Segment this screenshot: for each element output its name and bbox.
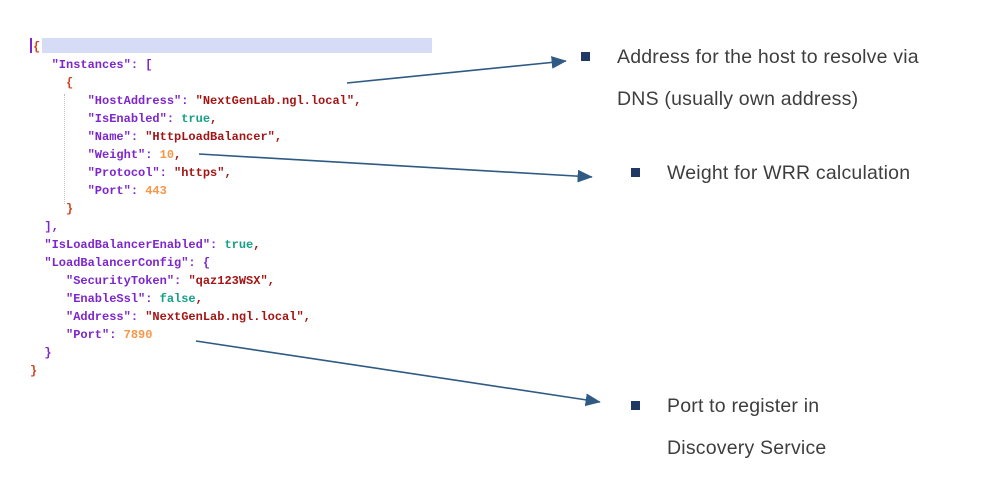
- code-line: "SecurityToken": "qaz123WSX",: [30, 272, 500, 290]
- code-token-brace: }: [30, 364, 38, 378]
- code-token-key: "SecurityToken":: [30, 274, 189, 288]
- code-token-str: "NextGenLab.ngl.local": [145, 310, 304, 324]
- code-line: "HostAddress": "NextGenLab.ngl.local",: [30, 92, 500, 110]
- code-line: "Port": 443: [30, 182, 500, 200]
- code-line: }: [30, 344, 500, 362]
- selection-highlight: [42, 38, 433, 53]
- code-line: "IsLoadBalancerEnabled": true,: [30, 236, 500, 254]
- code-token-key: ],: [30, 220, 59, 234]
- code-line: "Address": "NextGenLab.ngl.local",: [30, 308, 500, 326]
- code-line: "EnableSsl": false,: [30, 290, 500, 308]
- code-token-bool: false: [159, 292, 196, 306]
- code-line: "Protocol": "https",: [30, 164, 500, 182]
- code-token-comma: ,: [354, 94, 362, 108]
- code-token-key: "IsLoadBalancerEnabled":: [30, 238, 225, 252]
- bullet-square-icon: [631, 168, 640, 177]
- annotation-block-weight: Weight for WRR calculation: [631, 152, 910, 194]
- code-token-key: "Weight":: [30, 148, 160, 162]
- code-token-brace: }: [30, 202, 74, 216]
- code-line: "Weight": 10,: [30, 146, 500, 164]
- bullet-square-icon: [581, 52, 590, 61]
- code-token-key: "Port":: [30, 184, 146, 198]
- code-token-bool: true: [224, 238, 254, 252]
- code-token-comma: ,: [195, 292, 203, 306]
- code-line: "Instances": [: [30, 56, 500, 74]
- code-line: "LoadBalancerConfig": {: [30, 254, 500, 272]
- code-token-str: "NextGenLab.ngl.local": [195, 94, 355, 108]
- code-token-key: "IsEnabled":: [30, 112, 182, 126]
- code-token-num: 10: [159, 148, 175, 162]
- json-code-editor[interactable]: { "Instances": [ { "HostAddress": "NextG…: [30, 38, 500, 380]
- code-token-comma: ,: [174, 148, 182, 162]
- bullet-square-icon: [631, 401, 640, 410]
- annotation-block-hostaddress: Address for the host to resolve via DNS …: [581, 36, 957, 120]
- indent-guide: [64, 94, 65, 204]
- text-cursor: [30, 38, 32, 53]
- annotation-text: Port to register in Discovery Service: [667, 395, 827, 459]
- code-token-str: "HttpLoadBalancer": [145, 130, 275, 144]
- code-token-comma: ,: [253, 238, 261, 252]
- code-token-key: "EnableSsl":: [30, 292, 160, 306]
- code-token-comma: ,: [274, 130, 283, 144]
- code-token-str: "qaz123WSX": [188, 274, 268, 288]
- code-token-comma: ,: [303, 310, 311, 324]
- annotation-text: Address for the host to resolve via DNS …: [617, 46, 919, 110]
- code-token-brace: {: [30, 76, 74, 90]
- code-token-num: 443: [145, 184, 167, 198]
- code-token-str: "https": [174, 166, 225, 180]
- code-token-key: }: [30, 346, 52, 360]
- code-token-comma: ,: [210, 112, 218, 126]
- annotation-text: Weight for WRR calculation: [667, 162, 911, 184]
- code-token-key: "Port":: [30, 328, 124, 342]
- code-token-key: "Protocol":: [30, 166, 175, 180]
- code-line: }: [30, 200, 500, 218]
- code-token-comma: ,: [267, 274, 275, 288]
- code-token-key: "Name":: [30, 130, 146, 144]
- code-line: }: [30, 362, 500, 380]
- code-line: ],: [30, 218, 500, 236]
- code-line: {: [30, 38, 500, 56]
- code-token-key: "Instances": [: [30, 58, 153, 72]
- code-line: {: [30, 74, 500, 92]
- code-token-brace: {: [33, 40, 41, 54]
- code-token-bool: true: [181, 112, 211, 126]
- code-token-key: "LoadBalancerConfig": {: [30, 256, 211, 270]
- code-token-comma: ,: [224, 166, 232, 180]
- code-line: "Name": "HttpLoadBalancer",: [30, 128, 500, 146]
- code-line: "IsEnabled": true,: [30, 110, 500, 128]
- code-token-num: 7890: [123, 328, 153, 342]
- code-line: "Port": 7890: [30, 326, 500, 344]
- annotation-block-port: Port to register in Discovery Service: [631, 385, 867, 469]
- code-token-key: "HostAddress":: [30, 94, 196, 108]
- code-token-key: "Address":: [30, 310, 146, 324]
